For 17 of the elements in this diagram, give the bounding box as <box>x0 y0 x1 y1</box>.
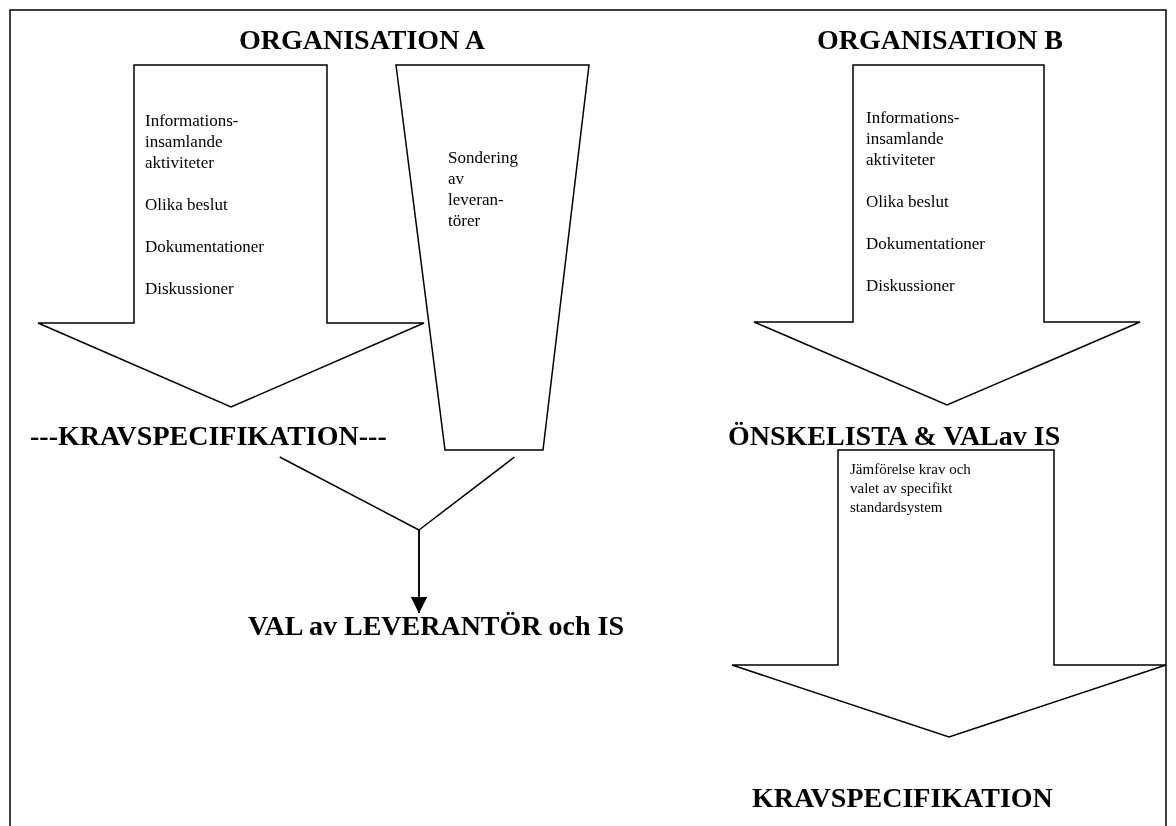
item-text: Diskussioner <box>145 278 235 299</box>
heading-text: ORGANISATION A <box>238 24 486 56</box>
heading-text: VAL av LEVERANTÖR och IS <box>248 610 625 642</box>
item-text: Informations- insamlande aktiviteter <box>866 107 961 170</box>
item-text: Olika beslut <box>145 194 229 215</box>
item-text: Dokumentationer <box>145 236 265 257</box>
item-text: Informations- insamlande aktiviteter <box>145 110 240 173</box>
item-text: Jämförelse krav och valet av specifikt standardsystem <box>850 460 972 517</box>
item-text: Sondering av leveran- törer <box>448 147 519 231</box>
heading-text: ORGANISATION B <box>816 24 1064 56</box>
heading-text: ÖNSKELISTA & VALav IS <box>728 420 1061 452</box>
item-text: Diskussioner <box>866 275 956 296</box>
item-text: Olika beslut <box>866 191 950 212</box>
heading-text: ---KRAVSPECIFIKATION--- <box>30 420 387 452</box>
item-text: Dokumentationer <box>866 233 986 254</box>
connector-arrow <box>411 456 516 614</box>
heading-text: KRAVSPECIFIKATION <box>752 782 1053 814</box>
